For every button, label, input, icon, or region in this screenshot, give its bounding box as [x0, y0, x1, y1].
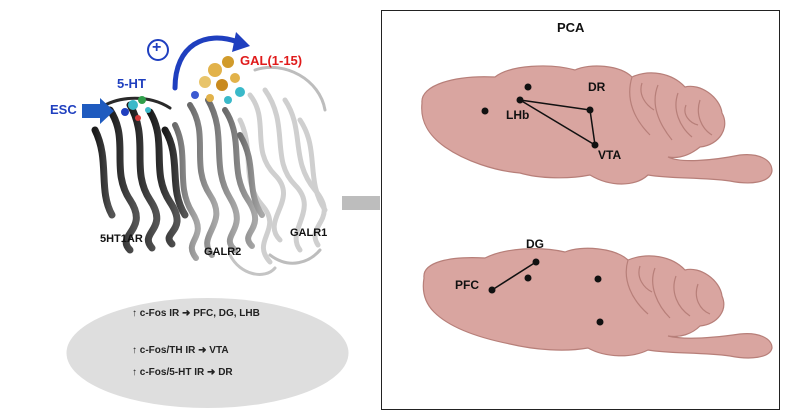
galanin-ligand [191, 56, 245, 104]
transition-arrow-icon [342, 196, 380, 210]
up-arrow-icon: ↑ [132, 345, 137, 356]
plus-circle-icon [147, 39, 169, 61]
brain-diagram-bottom [422, 247, 773, 359]
effect-row-2: ↑ c-Fos/TH IR ➜ VTA [132, 345, 229, 356]
label-vta: VTA [598, 148, 622, 162]
effects-ellipse [66, 298, 349, 408]
galr1-structure [228, 65, 328, 276]
effect-1-target: PFC, DG, LHB [193, 308, 260, 319]
curved-arrow-head-icon [232, 32, 250, 52]
galr2-structure [172, 97, 265, 261]
label-dr: DR [588, 80, 606, 94]
label-dg: DG [526, 237, 544, 251]
pca-title: PCA [557, 20, 585, 35]
label-pfc: PFC [455, 278, 479, 292]
effect-2-target: VTA [209, 345, 229, 356]
right-arrow-icon: ➜ [182, 308, 191, 319]
up-arrow-icon: ↑ [132, 367, 137, 378]
5ht1ar-label: 5HT1AR [100, 233, 143, 245]
effect-2-label: c-Fos/TH IR [139, 345, 196, 356]
pca-panel [381, 10, 780, 410]
effect-3-target: DR [218, 367, 233, 378]
effect-row-3: ↑ c-Fos/5-HT IR ➜ DR [132, 367, 233, 378]
right-arrow-icon: ➜ [198, 345, 207, 356]
label-lhb: LHb [506, 108, 530, 122]
esc-arrow-icon [82, 98, 114, 124]
5ht1ar-structure [91, 96, 189, 254]
receptor-complex-illustration [82, 32, 380, 276]
effect-row-1: ↑ c-Fos IR ➜ PFC, DG, LHB [132, 308, 260, 319]
right-arrow-icon: ➜ [207, 367, 216, 378]
galr2-label: GALR2 [204, 246, 242, 258]
effect-3-label: c-Fos/5-HT IR [139, 367, 205, 378]
galr1-label: GALR1 [290, 227, 328, 239]
curved-arrow-icon [172, 35, 241, 91]
brain-diagram-top [421, 65, 773, 185]
galanin-label: GAL(1-15) [240, 53, 303, 68]
serotonin-label: 5-HT [117, 76, 146, 91]
plus-symbol: + [152, 39, 162, 56]
effect-1-label: c-Fos IR [139, 308, 180, 319]
serotonin-ligand [121, 96, 151, 121]
esc-label: ESC [50, 102, 77, 117]
up-arrow-icon: ↑ [132, 308, 137, 319]
